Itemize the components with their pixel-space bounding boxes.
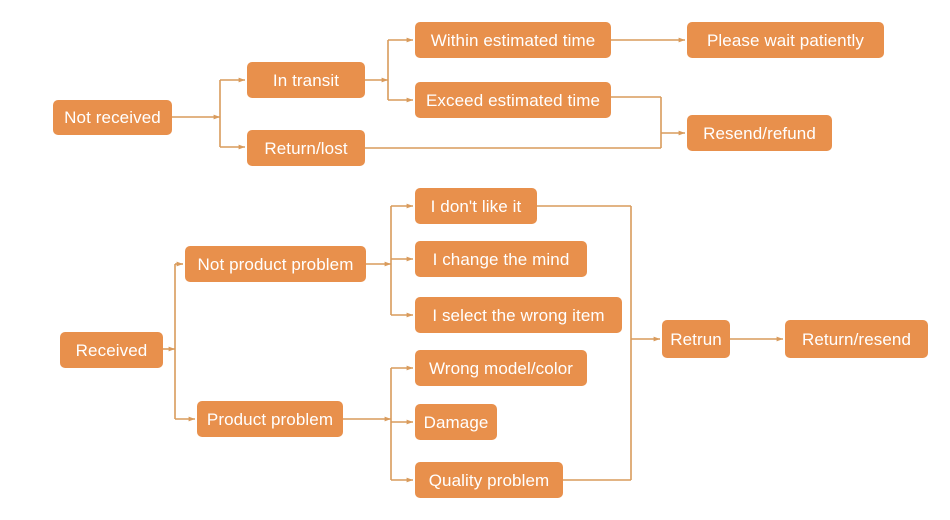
node-received[interactable]: Received [60,332,163,368]
node-label: I don't like it [430,196,522,216]
node-label: I select the wrong item [432,305,605,325]
node-return-lost[interactable]: Return/lost [247,130,365,166]
node-within-estimated-time[interactable]: Within estimated time [415,22,611,58]
node-label: Within estimated time [430,30,596,50]
node-label: Please wait patiently [706,30,865,50]
node-label: Wrong model/color [428,358,574,378]
node-i-dont-like-it[interactable]: I don't like it [415,188,537,224]
node-in-transit[interactable]: In transit [247,62,365,98]
node-not-received[interactable]: Not received [53,100,172,135]
node-i-change-the-mind[interactable]: I change the mind [415,241,587,277]
node-label: Resend/refund [703,123,816,143]
node-label: Not product problem [197,254,354,274]
node-label: Damage [423,412,489,432]
node-label: Not received [64,108,161,127]
node-label: I change the mind [432,249,570,269]
node-label: In transit [272,70,340,90]
node-product-problem[interactable]: Product problem [197,401,343,437]
node-retrun[interactable]: Retrun [662,320,730,358]
node-please-wait-patiently[interactable]: Please wait patiently [687,22,884,58]
node-not-product-problem[interactable]: Not product problem [185,246,366,282]
node-return-resend[interactable]: Return/resend [785,320,928,358]
node-label: Exceed estimated time [425,90,601,110]
node-quality-problem[interactable]: Quality problem [415,462,563,498]
node-label: Product problem [206,409,334,429]
node-label: Return/resend [801,329,912,349]
node-label: Return/lost [264,138,348,158]
node-exceed-estimated-time[interactable]: Exceed estimated time [415,82,611,118]
node-label: Retrun [670,329,722,349]
node-damage[interactable]: Damage [415,404,497,440]
node-label: Quality problem [428,470,550,490]
node-resend-refund[interactable]: Resend/refund [687,115,832,151]
node-wrong-model-color[interactable]: Wrong model/color [415,350,587,386]
node-i-select-the-wrong-item[interactable]: I select the wrong item [415,297,622,333]
node-label: Received [75,340,148,360]
